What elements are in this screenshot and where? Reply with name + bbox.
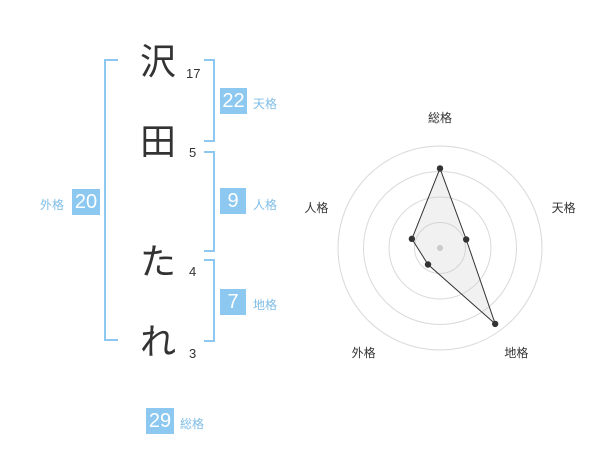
stroke-count-3: 4 [189,264,197,279]
radar-axis-label-5: 人格 [304,200,328,215]
stroke-count-2: 5 [189,145,197,160]
radar-axis-label-4: 外格 [352,345,376,360]
radar-point-4 [424,261,432,268]
soukaku-value: 29 [146,408,174,434]
tenkaku-bracket [204,59,215,142]
name-char-2: 田 [139,122,176,163]
name-char-4: れ [139,322,176,363]
radar-ring [337,145,543,351]
radar-point-1 [436,165,444,172]
gaikaku-value: 20 [72,189,100,215]
radar-point-5 [408,235,416,243]
soukaku-label: 総格 [180,417,205,431]
chikaku-label: 地格 [253,298,278,312]
jinkaku-label: 人格 [253,198,278,212]
name-char-3: た [139,242,176,283]
jinkaku-value: 9 [220,188,246,214]
radar-point-2 [462,236,470,243]
radar-ring [388,196,492,300]
tenkaku-value: 22 [220,88,247,114]
tenkaku-label: 天格 [253,97,278,111]
chikaku-value: 7 [220,289,246,315]
radar-point-3 [491,320,499,328]
stroke-count-1: 17 [186,66,201,81]
radar-axis-label-2: 天格 [552,200,576,215]
gaikaku-bracket [104,59,118,341]
radar-polygon [411,167,497,326]
radar-axis-label-3: 地格 [504,345,528,360]
jinkaku-bracket [204,151,215,252]
stroke-count-4: 3 [189,346,197,361]
radar-ring [414,222,466,274]
radar-axis-label-1: 総格 [428,110,452,125]
gaikaku-label: 外格 [40,198,65,212]
radar-center [437,245,443,251]
name-char-1: 沢 [139,42,176,83]
chikaku-bracket [204,259,215,342]
